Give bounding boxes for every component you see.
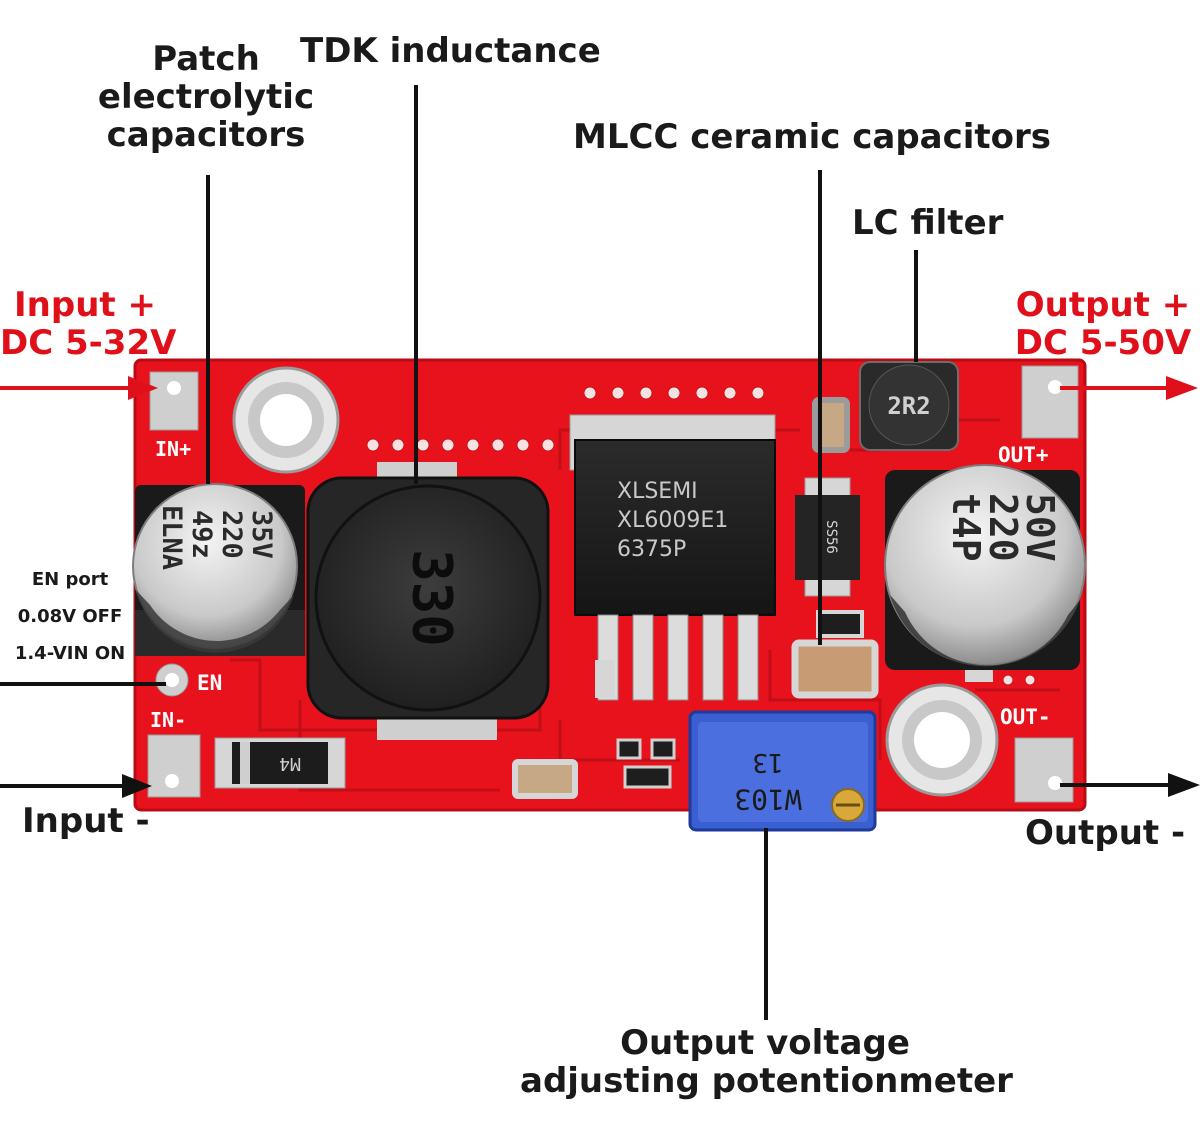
label-tdk-inductance: TDK inductance: [300, 31, 601, 71]
leader-lines: [0, 85, 918, 1020]
filter-inductor-marking: 2R2: [887, 392, 930, 420]
output-minus-pad: [1014, 737, 1074, 803]
input-minus-pad: [147, 734, 201, 798]
mounting-hole-bottom: [885, 683, 999, 797]
tdk-inductor: 330: [306, 462, 550, 740]
schottky-diode: SS56: [795, 477, 860, 597]
label-patch-caps: Patch electrolytic capacitors: [97, 39, 315, 156]
trimpot-text-1: 13: [752, 747, 783, 777]
output-plus-pad: [1021, 365, 1079, 439]
silk-out-plus: OUT+: [998, 443, 1049, 467]
label-input-plus: Input + DC 5-32V: [0, 285, 177, 364]
output-plus-arrow: [1060, 376, 1198, 400]
label-output-plus: Output + DC 5-50V: [1014, 285, 1192, 364]
mlcc-capacitors: [512, 397, 993, 799]
input-cap-text-3: 220: [216, 510, 247, 559]
label-lc-filter: LC filter: [852, 203, 1004, 243]
label-input-minus: Input -: [22, 801, 150, 841]
ic-text-lot: 6375P: [617, 537, 686, 562]
input-plus-pad: [149, 371, 199, 431]
trimpot[interactable]: 13 W103: [688, 710, 877, 832]
output-cap-text-2: 220: [981, 493, 1025, 562]
output-cap-text-3: 50V: [1018, 493, 1062, 562]
label-mlcc: MLCC ceramic capacitors: [573, 117, 1052, 157]
xl6009-ic: XLSEMI XL6009E1 6375P: [569, 414, 776, 701]
input-plus-arrow: [0, 376, 158, 400]
label-potentiometer: Output voltage adjusting potentionmeter: [520, 1023, 1013, 1102]
ic-text-model: XL6009E1: [617, 508, 728, 533]
silk-in-plus: IN+: [155, 437, 191, 461]
label-output-minus: Output -: [1025, 813, 1186, 853]
output-minus-arrow: [1060, 773, 1200, 797]
silk-en: EN: [197, 671, 222, 695]
label-en-port: EN port 0.08V OFF 1.4-VIN ON: [14, 569, 126, 664]
silk-out-minus: OUT-: [1000, 705, 1051, 729]
input-electrolytic-capacitor: ELNA 49z 220 35V: [132, 483, 305, 656]
input-cap-text-4: 35V: [246, 510, 277, 559]
output-cap-text-1: t4P: [944, 493, 988, 562]
input-cap-text-1: ELNA: [156, 505, 187, 570]
input-diode: M4: [214, 737, 346, 789]
input-minus-arrow: [0, 774, 152, 798]
input-diode-marking: M4: [279, 753, 301, 774]
silk-in-minus: IN-: [150, 708, 186, 732]
output-electrolytic-capacitor: t4P 220 50V: [884, 464, 1086, 670]
en-pad: [155, 663, 189, 697]
input-cap-text-2: 49z: [186, 510, 217, 559]
trimpot-text-2: W103: [734, 783, 801, 816]
diode-marking: SS56: [823, 520, 839, 554]
inductor-marking: 330: [400, 549, 463, 647]
lc-filter-inductor: 2R2: [859, 361, 959, 451]
mounting-hole-top: [232, 366, 340, 474]
ic-text-brand: XLSEMI: [617, 479, 698, 504]
